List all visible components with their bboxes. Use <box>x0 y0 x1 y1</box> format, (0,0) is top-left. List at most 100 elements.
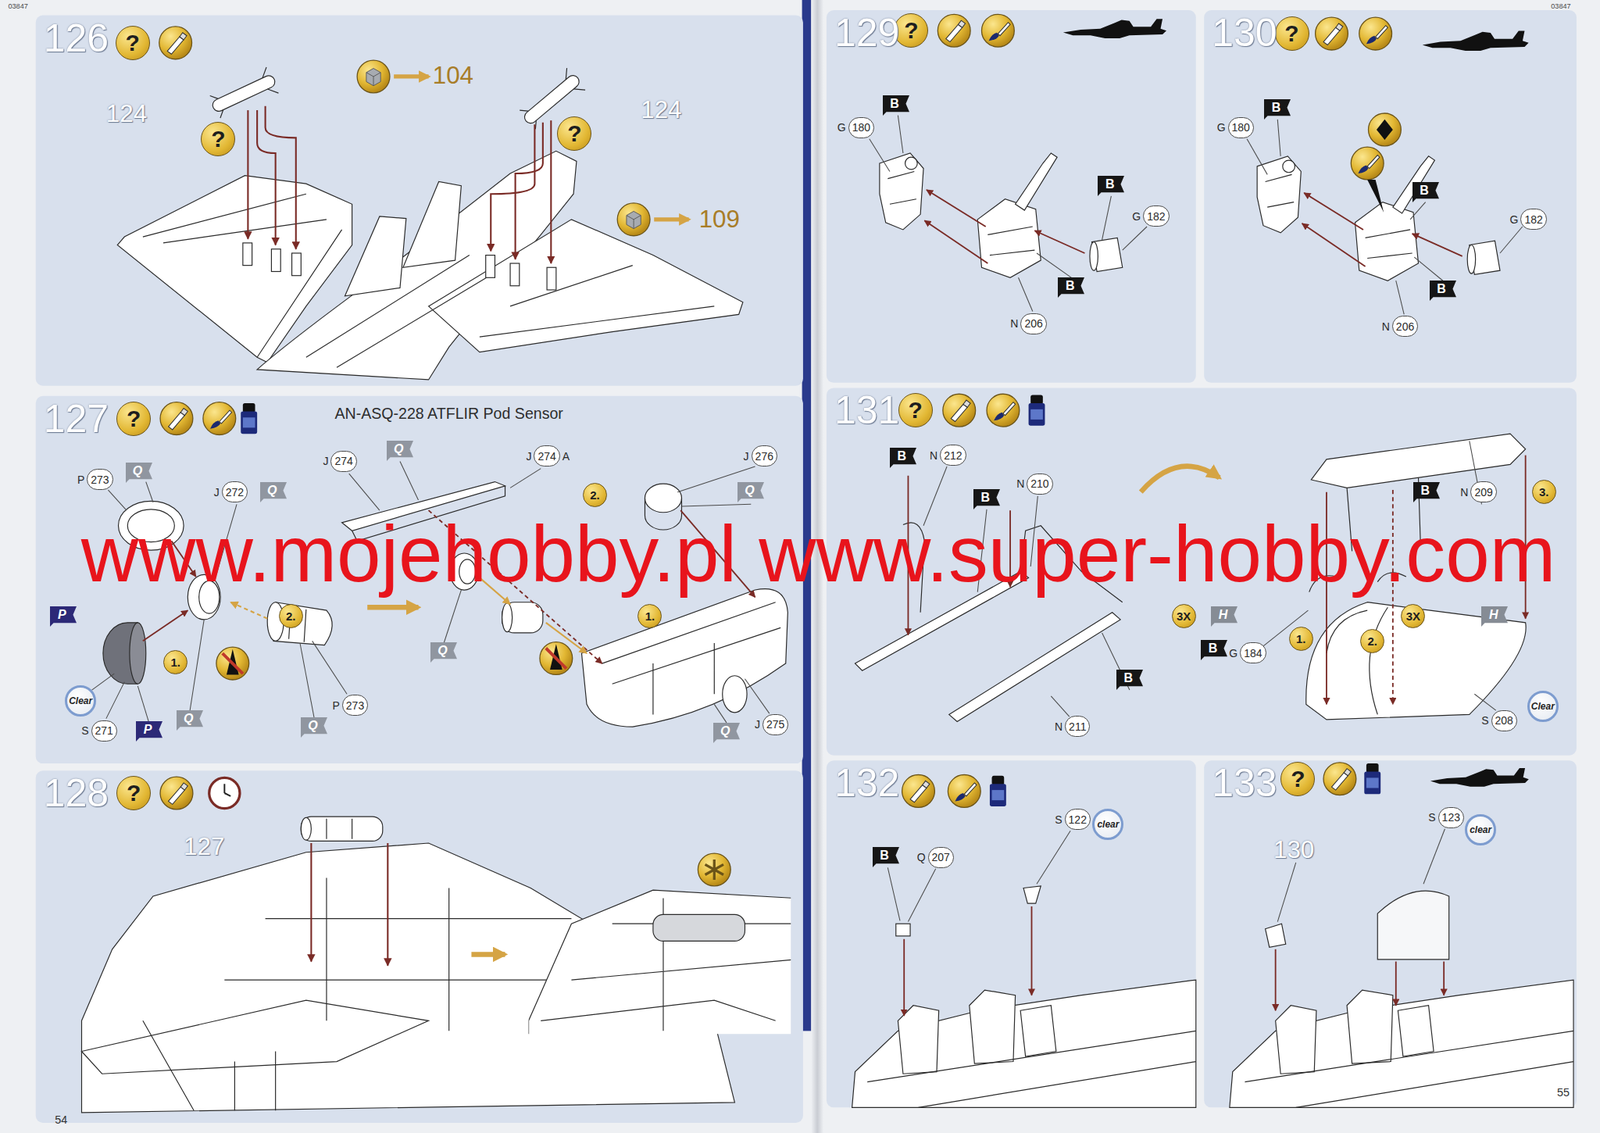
aircraft-silhouette <box>1063 18 1167 39</box>
placement-arrow <box>1031 906 1033 996</box>
step-icons <box>159 26 193 60</box>
icon-text: ? <box>125 31 140 55</box>
part-callout: P273 <box>77 468 114 490</box>
aircraft-underside <box>306 255 490 368</box>
leader-line <box>1474 693 1496 711</box>
part-callout: J274A <box>525 445 570 467</box>
placement-arrow <box>247 106 551 264</box>
sprue-flag: B <box>1413 482 1440 503</box>
aircraft-underside <box>210 73 278 114</box>
canopy-parts <box>949 612 1121 722</box>
icon-text: 3. <box>1539 485 1550 498</box>
fuselage-side <box>234 1050 275 1111</box>
aircraft-underside <box>292 253 302 276</box>
part-callout: N210 <box>1016 473 1053 495</box>
aircraft-underside <box>546 267 557 290</box>
fuselage-side <box>81 816 796 1113</box>
step-panel: 133?S123clear <box>1203 760 1577 1108</box>
leader-line <box>510 468 541 489</box>
question-icon: ? <box>116 401 151 436</box>
seat-parts <box>1015 153 1058 211</box>
pod-parts <box>129 622 147 684</box>
leader-line <box>887 828 1445 922</box>
canopy-parts <box>1326 607 1388 715</box>
flag-shape <box>176 710 204 731</box>
placement-arrow <box>1395 961 1397 1006</box>
sprue-letter: S <box>1428 811 1436 823</box>
seat-parts <box>1034 230 1085 254</box>
part-callout: G180 <box>837 117 875 139</box>
seat-parts <box>987 226 1035 256</box>
aircraft-underside <box>209 67 279 120</box>
part-number: 272 <box>221 481 248 503</box>
sprue-flag: B <box>1116 669 1143 690</box>
sprue-letter: B <box>1065 277 1075 294</box>
part-number: 180 <box>848 117 875 139</box>
seat-parts <box>1089 242 1098 272</box>
sprue-flag: B <box>872 846 900 868</box>
pod-parts <box>502 602 543 633</box>
flag-shape <box>430 642 458 663</box>
icon-text: ? <box>567 121 582 146</box>
placement-arrow <box>550 120 552 264</box>
step-panel: 126??? <box>35 15 804 386</box>
leader-line <box>869 115 1523 315</box>
icon-text: ? <box>210 127 225 151</box>
seat-parts <box>924 220 988 264</box>
part-number: 276 <box>751 445 778 467</box>
no-glue-icon <box>216 646 250 680</box>
part-number: 180 <box>1228 117 1254 139</box>
seat-parts <box>977 199 1041 279</box>
icon-text: ? <box>126 781 141 805</box>
part-callout: G182 <box>1510 208 1547 230</box>
leader-line <box>349 473 380 511</box>
part-callout: N206 <box>1382 315 1418 337</box>
aircraft-underside <box>403 182 461 268</box>
leader-line <box>1122 226 1147 250</box>
flag-shape <box>1200 639 1228 661</box>
step-panel: 128? <box>35 770 804 1123</box>
step-number: 131 <box>834 389 900 433</box>
part-number: 273 <box>86 468 113 490</box>
step-panel: 132BQ207S122clear <box>826 760 1197 1108</box>
icon-text: 2. <box>589 489 600 501</box>
sprue-letter: J <box>754 718 761 730</box>
canopy-parts <box>1306 602 1526 720</box>
icon-text: 2. <box>285 610 297 622</box>
sprue-letter: P <box>143 721 153 738</box>
watermark: www.mojehobby.pl www.super-hobby.com <box>81 508 1557 600</box>
sequence-number: 2. <box>278 603 304 629</box>
sprue-flag: Q <box>300 717 328 738</box>
cockpit-section <box>1229 979 1574 1108</box>
pod-parts <box>644 483 682 513</box>
page-number: 55 <box>1557 1085 1570 1099</box>
leader-line <box>107 489 127 511</box>
placement-arrow <box>230 602 268 619</box>
part-callout: G184 <box>1228 642 1266 664</box>
part-callout: S122 <box>1054 808 1091 830</box>
sprue-letter: B <box>1436 280 1447 297</box>
part-callout: J274 <box>322 450 357 472</box>
fuselage-side <box>540 1000 775 1021</box>
sequence-number: 3X <box>1400 603 1425 629</box>
step-panel-ground <box>1203 760 1577 1108</box>
flag-shape <box>872 846 900 868</box>
icon-text: 3X <box>1406 610 1421 622</box>
sprue-letter: N <box>1460 486 1468 498</box>
leader-line <box>1396 280 1404 315</box>
handling-icon <box>1368 113 1402 147</box>
sprue-flag: Q <box>260 482 287 503</box>
part-callout: J276 <box>743 445 778 467</box>
part-number: 184 <box>1239 642 1266 664</box>
aircraft-underside <box>242 242 253 266</box>
sprue-flag: B <box>1429 280 1457 301</box>
sprue-flag: P <box>135 721 163 742</box>
leader-line <box>1500 226 1523 254</box>
leader-line <box>1102 196 1112 240</box>
aircraft-underside <box>344 216 406 297</box>
part-number: 208 <box>1491 710 1518 732</box>
icon-text: ? <box>1290 767 1305 791</box>
step-panel: 130?BG180BG182BN206 <box>1203 10 1577 383</box>
seat-parts <box>879 153 1123 278</box>
